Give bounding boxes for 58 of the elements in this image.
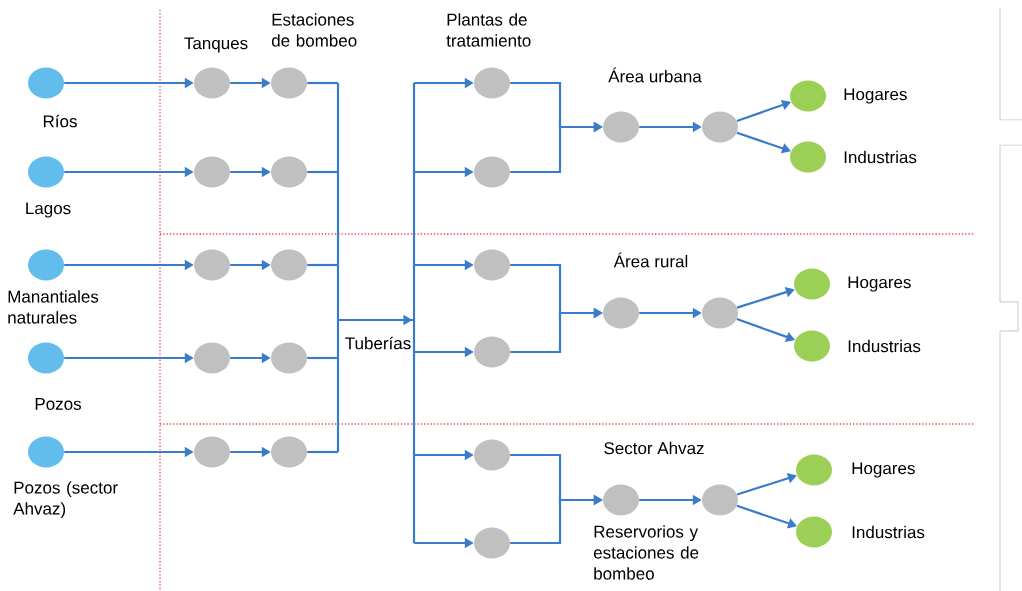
node-label: Industrias xyxy=(848,339,921,353)
circle-node xyxy=(702,111,738,143)
circle-node xyxy=(271,249,307,281)
circle-node xyxy=(271,156,307,188)
node-label: Área rural xyxy=(613,252,688,268)
circle-node xyxy=(271,436,307,468)
circle-node xyxy=(794,330,830,362)
circle-node xyxy=(794,268,830,300)
circle-node xyxy=(796,516,832,548)
node-label: Área urbana xyxy=(608,67,702,83)
circle-node xyxy=(194,156,230,188)
circle-node xyxy=(603,484,639,516)
circle-node xyxy=(271,67,307,99)
pipe-line xyxy=(307,263,338,267)
circle-node xyxy=(603,297,639,329)
circle-node xyxy=(194,342,230,374)
column-label: Tuberías xyxy=(345,336,411,350)
circle-node xyxy=(28,342,64,374)
circle-node xyxy=(194,67,230,99)
column-label: Estaciones de bombeo xyxy=(271,13,357,47)
circle-node xyxy=(28,67,64,99)
node-label: Hogares xyxy=(852,462,915,478)
circle-node xyxy=(194,436,230,468)
circle-node xyxy=(28,436,64,468)
circle-node xyxy=(790,80,826,112)
node-label: Lagos xyxy=(26,202,71,218)
circle-node xyxy=(28,156,64,188)
pipe-line xyxy=(307,81,338,85)
node-label: Manantiales naturales xyxy=(8,290,99,324)
circle-node xyxy=(474,439,510,471)
node-label: Industrias xyxy=(844,150,917,164)
column-label: Tanques xyxy=(184,37,248,53)
pipe-line xyxy=(307,356,338,360)
pipe-line xyxy=(307,450,338,454)
pipe-trunk xyxy=(336,81,416,545)
circle-node xyxy=(474,249,510,281)
circle-node xyxy=(474,527,510,559)
circle-node xyxy=(28,249,64,281)
circle-node xyxy=(603,111,639,143)
circle-node xyxy=(796,454,832,486)
circle-node xyxy=(702,297,738,329)
node-label: Hogares xyxy=(848,276,911,292)
node-label: Hogares xyxy=(844,88,907,104)
node-label: Pozos xyxy=(35,398,81,410)
circle-node xyxy=(702,484,738,516)
circle-node xyxy=(790,141,826,173)
circle-node xyxy=(474,156,510,188)
circle-node xyxy=(474,67,510,99)
node-label: Sector Ahvaz xyxy=(604,441,704,455)
node-label: Pozos (sector Ahvaz) xyxy=(13,481,118,518)
circle-node xyxy=(271,342,307,374)
circle-node xyxy=(474,336,510,368)
node-label: Reservorios y estaciones de bombeo xyxy=(593,525,699,580)
node-label: Ríos xyxy=(43,114,77,128)
column-label: Plantas de tratamiento xyxy=(446,13,531,47)
circle-node xyxy=(194,249,230,281)
node-label: Industrias xyxy=(852,525,925,539)
pipe-line xyxy=(307,170,338,174)
